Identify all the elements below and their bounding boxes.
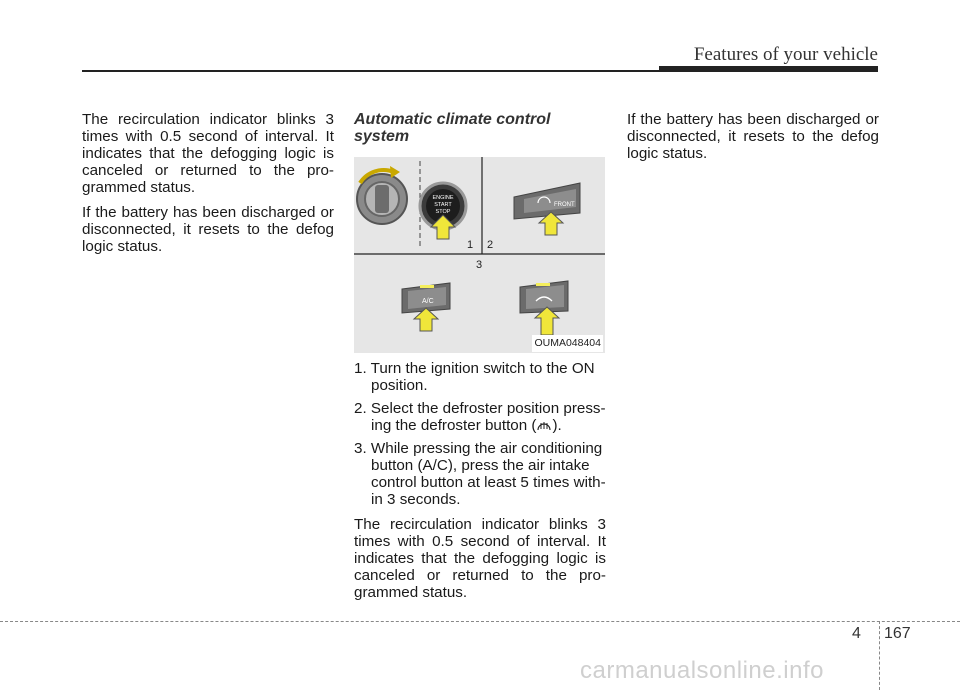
page-divider	[879, 621, 880, 690]
section-title: Automatic climate control system	[354, 111, 551, 145]
front-text: FRONT	[554, 202, 575, 208]
callout-2: 2	[487, 239, 493, 251]
engine-text: ENGINE	[432, 195, 453, 201]
middle-column: Automatic climate control system ENGINE …	[354, 111, 606, 609]
callout-3: 3	[476, 259, 482, 271]
step-number: 2.	[354, 400, 367, 417]
figure-illustration: ENGINE START STOP FRONT A/C	[354, 157, 605, 336]
figure-code: OUMA048404	[532, 335, 603, 352]
step-number: 1.	[354, 360, 367, 377]
climate-control-figure: ENGINE START STOP FRONT A/C	[354, 157, 605, 353]
start-text: START	[434, 202, 452, 208]
procedure-steps: 1. Turn the ignition switch to the ON po…	[354, 360, 606, 508]
battery-paragraph-2: If the battery has been discharged or di…	[627, 111, 879, 162]
step-text-end: ).	[552, 417, 562, 434]
left-column: The recirculation indicator blinks 3 tim…	[82, 111, 334, 263]
ignition-switch-icon	[356, 166, 408, 225]
front-defrost-button-icon: FRONT	[513, 182, 581, 236]
step-number: 3.	[354, 440, 367, 457]
right-column: If the battery has been discharged or di…	[627, 111, 879, 170]
header-rule	[82, 70, 659, 72]
page-number: 167	[884, 625, 911, 642]
recirculation-paragraph: The recirculation indicator blinks 3 tim…	[82, 111, 334, 196]
section-number: 4	[852, 625, 861, 642]
watermark: carmanualsonline.info	[580, 657, 824, 684]
step-item: 3. While pressing the air conditioning b…	[354, 440, 606, 508]
header-rule-accent	[659, 66, 878, 72]
step-text: Turn the ignition switch to the ON posit…	[370, 360, 595, 394]
callout-1: 1	[467, 239, 473, 251]
defrost-icon	[537, 422, 552, 431]
battery-paragraph: If the battery has been discharged or di…	[82, 204, 334, 255]
step-text: While pressing the air conditioning butt…	[370, 440, 606, 508]
step-text: Select the defroster position press-ing …	[370, 400, 606, 434]
recirculation-paragraph-2: The recirculation indicator blinks 3 tim…	[354, 516, 606, 601]
step-item: 2. Select the defroster position press-i…	[354, 400, 606, 434]
stop-text: STOP	[436, 209, 451, 215]
air-intake-button-icon	[519, 280, 569, 336]
engine-start-stop-button-icon: ENGINE START STOP	[418, 181, 468, 240]
step-item: 1. Turn the ignition switch to the ON po…	[354, 360, 606, 394]
ac-text: A/C	[422, 298, 434, 305]
ac-button-icon: A/C	[401, 282, 451, 332]
header-title: Features of your vehicle	[693, 44, 878, 65]
footer-rule	[0, 621, 960, 622]
